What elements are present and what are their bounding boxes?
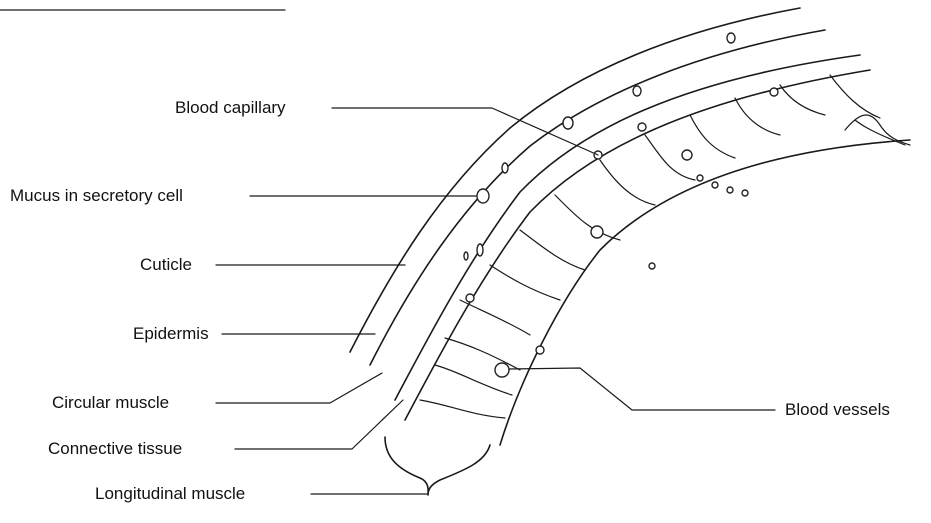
epidermis-outline — [370, 30, 825, 365]
label-epidermis: Epidermis — [133, 324, 209, 344]
label-cuticle: Cuticle — [140, 255, 192, 275]
leader-lines — [216, 108, 775, 494]
cuticle-outline — [350, 8, 800, 352]
label-mucus-in-secretory-cell: Mucus in secretory cell — [10, 186, 183, 206]
label-blood-capillary: Blood capillary — [175, 98, 286, 118]
label-longitudinal-muscle: Longitudinal muscle — [95, 484, 245, 504]
label-blood-vessels: Blood vessels — [785, 400, 890, 420]
label-circular-muscle: Circular muscle — [52, 393, 169, 413]
label-connective-tissue: Connective tissue — [48, 439, 182, 459]
connective-tissue-outline — [405, 70, 870, 420]
circular-muscle-outline — [395, 55, 860, 400]
longitudinal-muscle-bracket — [385, 437, 490, 495]
